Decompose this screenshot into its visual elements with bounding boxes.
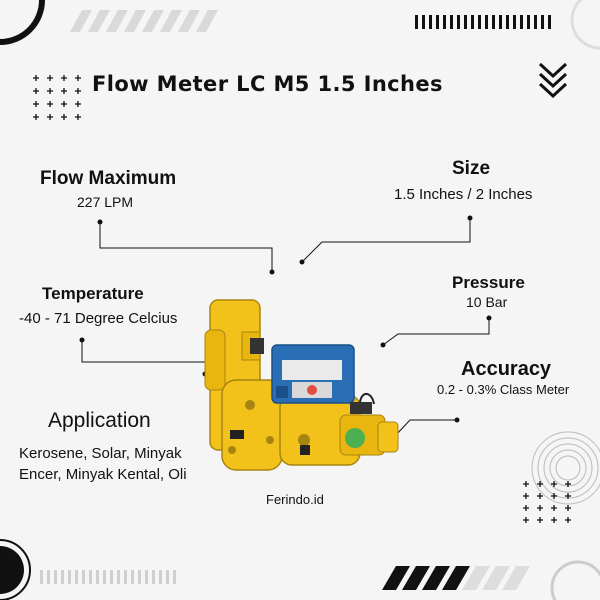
corner-arc-top-left — [0, 0, 45, 45]
pressure-label: Pressure — [452, 273, 525, 292]
temperature-label: Temperature — [42, 284, 144, 303]
pressure-value: 10 Bar — [466, 294, 508, 310]
size-label: Size — [452, 158, 491, 179]
chevron-down-icon — [538, 62, 568, 99]
corner-circle-bottom-right — [550, 560, 600, 600]
corner-dot-bottom-left — [0, 546, 24, 594]
flow-maximum-label: Flow Maximum — [40, 168, 177, 189]
flow-meter-image — [204, 299, 399, 471]
flow-maximum-value: 227 LPM — [77, 194, 134, 210]
brand-text: Ferindo.id — [266, 492, 324, 507]
size-value: 1.5 Inches / 2 Inches — [394, 186, 533, 203]
concentric-circles-icon — [531, 431, 600, 505]
application-line-1: Kerosene, Solar, Minyak — [19, 445, 182, 462]
application-label: Application — [48, 409, 151, 432]
stripes-bottom-right — [382, 566, 530, 590]
barcode-top-right — [415, 15, 551, 29]
accuracy-label: Accuracy — [461, 358, 552, 380]
temperature-value: -40 - 71 Degree Celcius — [19, 310, 178, 327]
connector-lines — [81, 218, 490, 436]
accuracy-value: 0.2 - 0.3% Class Meter — [437, 382, 570, 397]
application-line-2: Encer, Minyak Kental, Oli — [19, 466, 187, 483]
stripes-top-left — [70, 10, 218, 32]
barcode-bottom-left — [40, 570, 176, 584]
corner-circle-top-right — [570, 0, 600, 50]
plus-grid-bottom-right — [523, 481, 571, 523]
page-title: Flow Meter LC M5 1.5 Inches — [92, 72, 443, 96]
plus-grid-top-left — [33, 75, 81, 120]
